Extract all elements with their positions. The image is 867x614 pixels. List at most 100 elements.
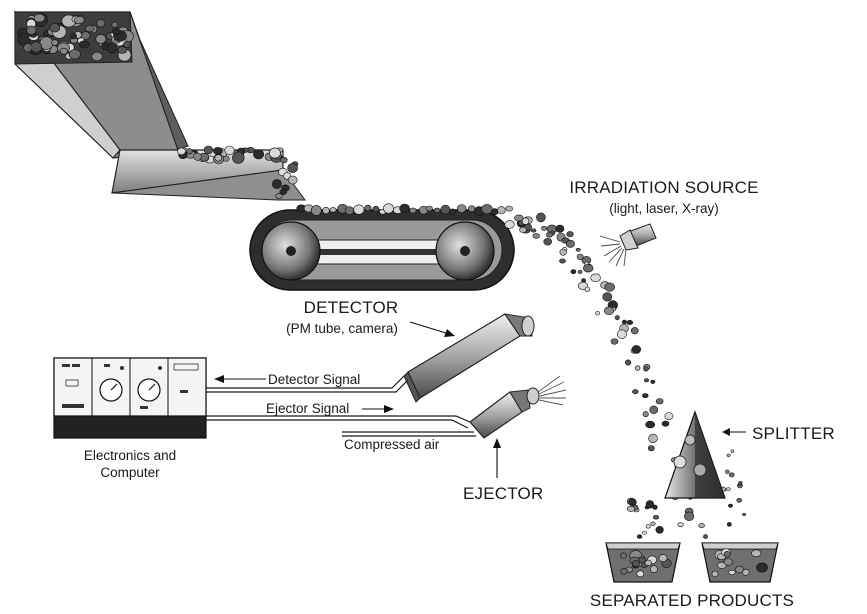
rock-particle: [70, 33, 77, 40]
rock-particle: [644, 559, 652, 567]
rock-particle: [329, 207, 337, 213]
rock-particle: [33, 13, 46, 23]
conveyor-belt-icon: [249, 209, 515, 291]
ejector-label: EJECTOR: [463, 484, 544, 503]
rock-particle: [756, 562, 768, 573]
separated-products-label: SEPARATED PRODUCTS: [589, 591, 795, 610]
rock-particle: [590, 273, 601, 283]
rock-particle: [703, 534, 708, 539]
rock-particle: [399, 203, 410, 214]
rock-particle: [570, 269, 577, 274]
rock-particle: [353, 204, 365, 215]
ejector-signal-arrow: [362, 405, 394, 413]
rock-particle: [344, 206, 355, 215]
rock-particle: [111, 21, 118, 28]
rock-particle: [565, 239, 575, 248]
detector-tube-icon: [403, 313, 535, 403]
rock-particle: [514, 214, 524, 222]
rock-particle: [232, 151, 245, 164]
rock-particle: [504, 220, 515, 229]
rock-particle: [630, 327, 639, 335]
rock-particle: [559, 248, 567, 256]
rock-particle: [631, 345, 642, 354]
detector-pointer: [409, 321, 455, 337]
rock-particle: [193, 152, 202, 161]
rock-particle: [49, 23, 61, 33]
rock-particle: [543, 238, 553, 246]
rock-particle: [117, 46, 128, 54]
rock-particle: [409, 207, 417, 214]
rock-particle: [287, 163, 298, 173]
rock-particle: [577, 269, 583, 274]
rock-particle: [581, 278, 586, 283]
rock-particle: [490, 208, 499, 216]
air-ejector-icon: [469, 375, 567, 439]
rock-particle: [106, 42, 118, 54]
rock-particle: [372, 205, 380, 213]
rock-particle: [636, 534, 643, 539]
rock-particle: [730, 449, 735, 453]
rock-particle: [728, 472, 735, 478]
rock-particle: [275, 193, 283, 199]
rock-particle: [652, 515, 660, 520]
rock-particle: [742, 512, 747, 516]
rock-particle: [74, 16, 85, 24]
rock-particle: [203, 145, 214, 155]
rock-particle: [555, 224, 565, 233]
rock-particle: [26, 25, 37, 35]
irradiation-source-subtitle: (light, laser, X-ray): [609, 201, 719, 216]
rock-particle: [51, 39, 59, 46]
rock-particle: [626, 505, 636, 512]
rock-particle: [541, 225, 548, 231]
rock-particle: [91, 51, 103, 62]
rock-particle: [726, 487, 731, 491]
rock-particle: [532, 233, 540, 239]
hopper-icon: [13, 10, 306, 201]
rock-particle: [652, 504, 658, 510]
detector-subtitle: (PM tube, camera): [286, 321, 398, 336]
rock-particle: [636, 570, 645, 578]
rock-particle: [582, 264, 594, 273]
rock-particle: [457, 204, 467, 213]
rock-particle: [546, 231, 553, 238]
rock-particle: [631, 560, 641, 568]
rock-particle: [626, 319, 633, 325]
detector-signal-label: Detector Signal: [268, 372, 361, 387]
rock-particle: [728, 503, 733, 508]
rock-particle: [310, 205, 322, 216]
rock-particle: [123, 40, 131, 49]
rock-particle: [30, 41, 42, 53]
detector-signal-arrow: [214, 375, 266, 383]
splitter-icon: [664, 410, 726, 499]
rock-particle: [603, 306, 614, 315]
rock-particle: [497, 206, 506, 215]
rock-particle: [111, 28, 121, 36]
rock-particle: [683, 511, 695, 521]
rock-particle: [650, 379, 656, 384]
rock-particle: [481, 204, 493, 215]
rock-particle: [620, 568, 628, 575]
rock-particle: [610, 338, 619, 345]
ejector-pointer: [493, 438, 501, 478]
rock-particle: [751, 549, 762, 558]
rock-particle: [271, 179, 282, 189]
rock-particle: [595, 311, 600, 316]
rock-particle: [641, 530, 648, 535]
rock-particle: [617, 329, 627, 339]
rock-particle: [177, 147, 186, 156]
rock-particle: [519, 226, 527, 233]
rock-particle: [642, 393, 649, 398]
rock-particle: [738, 481, 743, 485]
rock-particle: [364, 204, 372, 212]
rock-particle: [717, 561, 727, 569]
rock-particle: [647, 445, 655, 452]
rock-particle: [634, 365, 641, 371]
detector-title: DETECTOR: [303, 298, 399, 317]
splitter-label: SPLITTER: [752, 424, 835, 443]
rock-particle: [658, 554, 668, 562]
rock-particle: [604, 282, 615, 292]
rock-particle: [214, 154, 223, 162]
rock-particle: [575, 247, 581, 252]
rock-particle: [632, 389, 639, 395]
